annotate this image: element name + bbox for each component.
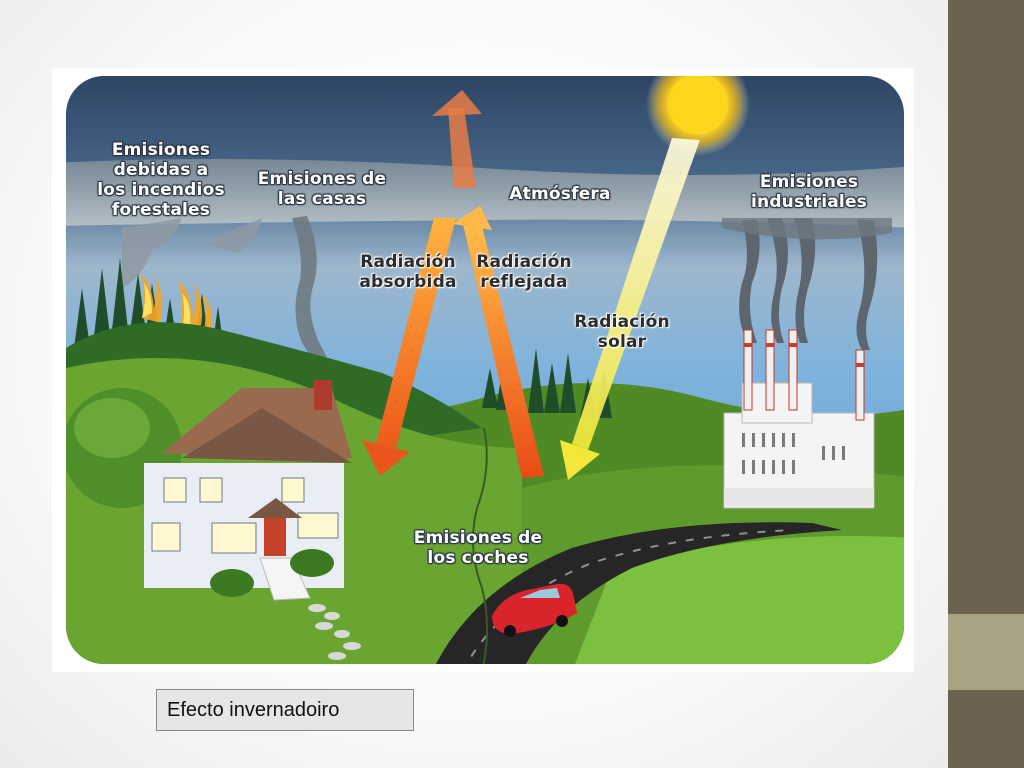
decorative-side-accent [948,614,1024,690]
house [66,380,361,660]
label-industrial-emissions: Emisiones industriales [750,172,867,212]
label-solar-radiation: Radiación solar [574,312,670,352]
label-absorbed-radiation: Radiación absorbida [359,252,457,292]
car [492,583,577,637]
label-house-emissions: Emisiones de las casas [257,169,387,209]
slide-caption: Efecto invernadoiro [156,689,414,731]
label-car-emissions: Emisiones de los coches [413,528,543,568]
factory [723,329,875,509]
label-atmosphere: Atmósfera [509,184,611,204]
label-forest-fire-emissions: Emisiones debidas a los incendios forest… [97,140,225,220]
greenhouse-effect-diagram: Emisiones debidas a los incendios forest… [52,68,914,672]
diagram-illustration [66,76,904,664]
label-reflected-radiation: Radiación reflejada [476,252,572,292]
